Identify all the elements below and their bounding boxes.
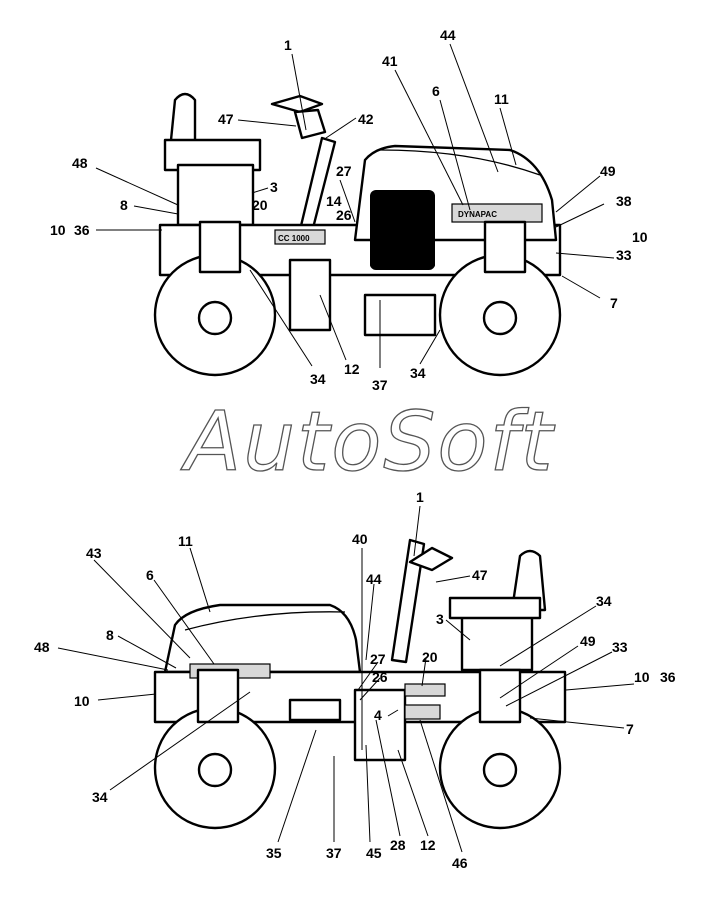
steering-wheel [408,546,454,572]
brand-decal: DYNAPAC [458,210,497,219]
callout-label: 7 [626,721,634,737]
callout-label: 48 [34,639,50,655]
callout-label: 26 [372,669,388,685]
callout-label: 11 [494,91,509,107]
callout-label: 46 [452,855,468,871]
callout-label: 6 [432,83,440,99]
front-bracket [483,220,527,274]
rear-drum-hub [197,300,233,336]
step-plate [363,293,437,337]
top-roller-view: DYNAPAC CC 1000 [153,92,562,377]
callout-label: 34 [310,371,326,387]
callout-label: 8 [106,627,114,643]
callout-label: 34 [596,593,612,609]
callout-label: 10 [50,222,66,238]
watermark: AutoSoft [180,395,555,490]
callout-label: 1 [416,489,424,505]
rear-bracket [198,220,242,274]
callout-label: 14 [326,193,342,209]
info-plate [404,704,441,720]
top-callouts: 1 44 41 6 11 47 42 48 27 49 3 8 20 14 26… [50,27,648,393]
callout-label: 49 [580,633,596,649]
bottom-roller-view [153,538,567,830]
callout-label: 36 [660,669,676,685]
callout-label: 28 [390,837,406,853]
callout-label: 4 [374,707,382,723]
callout-label: 38 [616,193,632,209]
front-drum-hub [482,300,518,336]
steering-arm [293,108,327,140]
callout-label: 36 [74,222,90,238]
cab-door-panel [370,240,435,268]
callout-label: 47 [472,567,488,583]
callout-label: 3 [436,611,444,627]
callout-label: 37 [326,845,342,861]
callout-label: 27 [370,651,386,667]
callout-label: 11 [178,533,193,549]
callout-label: 42 [358,111,374,127]
rear-bracket [478,668,522,724]
front-drum-hub [197,752,233,788]
callout-label: 26 [336,207,352,223]
callout-label: 34 [410,365,426,381]
callout-label: 41 [382,53,398,69]
model-decal: CC 1000 [278,234,310,243]
callout-label: 12 [420,837,436,853]
steering-column [298,136,337,234]
rear-drum-hub [482,752,518,788]
model-decal-plate [274,229,326,245]
callout-label: 3 [270,179,278,195]
callout-label: 10 [632,229,648,245]
callout-label: 20 [252,197,268,213]
callout-label: 33 [612,639,628,655]
bottom-leader-lines [57,505,635,853]
callout-label: 20 [422,649,438,665]
steering-wheel [270,94,324,114]
hood-stripe [379,149,541,176]
side-panel [288,698,342,722]
callout-label: 48 [72,155,88,171]
callout-label: 37 [372,377,388,393]
operator-seat [168,92,197,152]
callout-label: 10 [634,669,650,685]
operator-seat [510,549,547,612]
seat-frame [176,163,255,227]
callout-label: 6 [146,567,154,583]
steering-column [390,538,426,664]
callout-label: 7 [610,295,618,311]
callout-label: 1 [284,37,292,53]
callout-label: 49 [600,163,616,179]
callout-label: 44 [440,27,456,43]
top-leader-lines [95,43,615,368]
model-decal-plate [404,683,446,697]
callout-label: 45 [366,845,382,861]
callout-label: 40 [352,531,368,547]
callout-label: 12 [344,361,360,377]
callout-label: 8 [120,197,128,213]
callout-label: 33 [616,247,632,263]
center-block [288,258,332,332]
callout-label: 44 [366,571,382,587]
callout-label: 34 [92,789,108,805]
hood-stripe [184,611,346,631]
callout-label: 47 [218,111,234,127]
callout-label: 10 [74,693,90,709]
center-block [353,688,407,762]
callout-label: 43 [86,545,102,561]
callout-label: 27 [336,163,352,179]
callout-label: 35 [266,845,282,861]
seat-base [448,596,542,620]
front-bracket [196,668,240,724]
bottom-callouts: 1 11 40 43 6 47 44 34 3 49 33 48 8 27 20… [34,489,676,871]
